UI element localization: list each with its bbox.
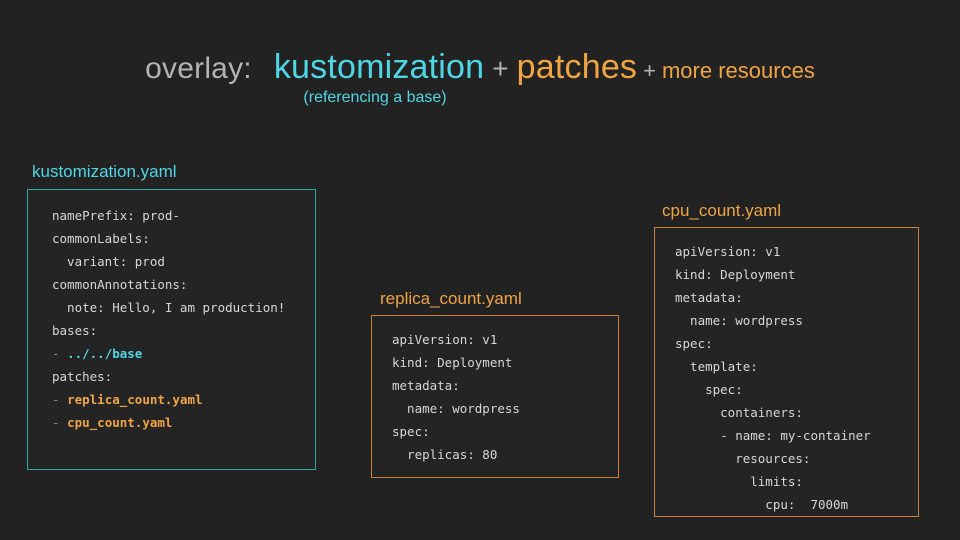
code-token: kind: Deployment: [392, 355, 513, 370]
code-line: cpu: 7000m: [675, 493, 914, 516]
code-card-label-kustomization: kustomization.yaml: [32, 162, 177, 181]
code-token: bases:: [52, 323, 98, 338]
code-token: commonLabels:: [52, 231, 150, 246]
code-token: replicas: 80: [392, 447, 498, 462]
code-line: resources:: [675, 447, 914, 470]
heading-subcaption: (referencing a base): [303, 89, 447, 106]
code-card-cpu-count: cpu_count.yaml apiVersion: v1 kind: Deplo…: [654, 202, 919, 517]
code-token: spec:: [675, 336, 713, 351]
code-line: spec:: [392, 420, 614, 443]
code-line: apiVersion: v1: [392, 328, 614, 351]
code-line: apiVersion: v1: [675, 240, 914, 263]
code-line: patches:: [52, 365, 311, 388]
code-line: limits:: [675, 470, 914, 493]
code-token: resources:: [675, 451, 811, 466]
code-content-kustomization: namePrefix: prod-commonLabels: variant: …: [52, 204, 311, 434]
heading-term-patches: patches: [516, 48, 638, 86]
code-line: - cpu_count.yaml: [52, 411, 311, 434]
code-line: variant: prod: [52, 250, 311, 273]
code-token: - name: my-container: [675, 428, 871, 443]
code-line: - ../../base: [52, 342, 311, 365]
code-token: kind: Deployment: [675, 267, 796, 282]
code-box-kustomization: namePrefix: prod-commonLabels: variant: …: [27, 189, 316, 470]
heading-plus-1: +: [492, 53, 509, 84]
code-line: containers:: [675, 401, 914, 424]
code-token: limits:: [675, 474, 803, 489]
code-token: apiVersion: v1: [392, 332, 498, 347]
code-token: variant: prod: [52, 254, 165, 269]
code-token: containers:: [675, 405, 803, 420]
slide-heading: overlay:kustomization+patches+more resou…: [0, 50, 960, 84]
code-token: -: [52, 346, 68, 361]
heading-plus-2: +: [643, 58, 656, 83]
code-token: apiVersion: v1: [675, 244, 781, 259]
heading-prefix: overlay:: [145, 52, 252, 85]
code-line: name: wordpress: [675, 309, 914, 332]
code-line: spec:: [675, 332, 914, 355]
code-token: cpu_count.yaml: [67, 415, 173, 430]
code-token: replica_count.yaml: [67, 392, 203, 407]
code-token: name: wordpress: [392, 401, 520, 416]
code-line: - replica_count.yaml: [52, 388, 311, 411]
code-line: metadata:: [675, 286, 914, 309]
code-line: namePrefix: prod-: [52, 204, 311, 227]
code-line: note: Hello, I am production!: [52, 296, 311, 319]
code-token: template:: [675, 359, 758, 374]
code-token: cpu: 7000m: [675, 497, 849, 512]
heading-term-kustomization: kustomization: [273, 48, 485, 86]
code-line: metadata:: [392, 374, 614, 397]
heading-line: overlay:kustomization+patches+more resou…: [0, 50, 960, 84]
code-token: patches:: [52, 369, 113, 384]
code-token: note: Hello, I am production!: [52, 300, 286, 315]
code-token: ../../base: [67, 346, 143, 361]
code-line: spec:: [675, 378, 914, 401]
code-token: -: [52, 415, 68, 430]
code-line: commonAnnotations:: [52, 273, 311, 296]
code-card-replica-count: replica_count.yaml apiVersion: v1 kind: D…: [371, 290, 619, 478]
code-line: bases:: [52, 319, 311, 342]
code-card-label-cpu-count: cpu_count.yaml: [662, 201, 782, 220]
code-card-label-replica-count: replica_count.yaml: [380, 289, 522, 308]
heading-term-more-resources: more resources: [661, 58, 815, 83]
code-token: metadata:: [675, 290, 743, 305]
code-card-kustomization: kustomization.yaml namePrefix: prod-comm…: [27, 163, 316, 470]
code-line: - name: my-container: [675, 424, 914, 447]
code-token: -: [52, 392, 68, 407]
code-token: name: wordpress: [675, 313, 803, 328]
code-line: commonLabels:: [52, 227, 311, 250]
code-token: spec:: [392, 424, 430, 439]
code-line: name: wordpress: [392, 397, 614, 420]
code-line: kind: Deployment: [392, 351, 614, 374]
code-token: commonAnnotations:: [52, 277, 188, 292]
code-line: replicas: 80: [392, 443, 614, 466]
code-token: metadata:: [392, 378, 460, 393]
code-token: namePrefix: prod-: [52, 208, 180, 223]
code-token: spec:: [675, 382, 743, 397]
code-line: template:: [675, 355, 914, 378]
code-line: kind: Deployment: [675, 263, 914, 286]
